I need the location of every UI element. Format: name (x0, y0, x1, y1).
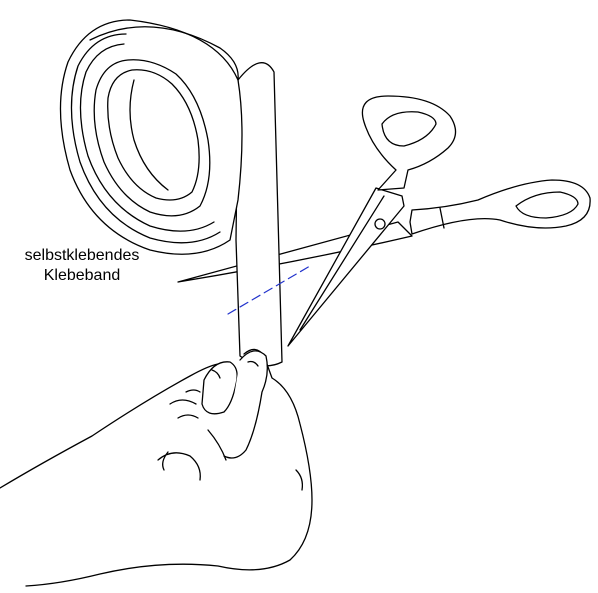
tape-label-line-1: selbstklebendes (2, 246, 162, 266)
tape-label: selbstklebendes Klebeband (2, 246, 162, 286)
tape-label-line-2: Klebeband (2, 266, 162, 286)
knuckle-crease-2 (178, 415, 198, 418)
tape-strip (236, 63, 282, 366)
palm-crease (208, 430, 226, 460)
scissors-blade-edge (300, 196, 384, 330)
scissors-pivot-screw (375, 219, 385, 229)
hand (0, 349, 312, 586)
knuckle-crease-3 (186, 390, 200, 392)
tape-roll (60, 20, 282, 366)
wrist-crease (296, 470, 302, 490)
hand-thumb (202, 362, 237, 414)
knuckle-crease-1 (170, 400, 196, 404)
